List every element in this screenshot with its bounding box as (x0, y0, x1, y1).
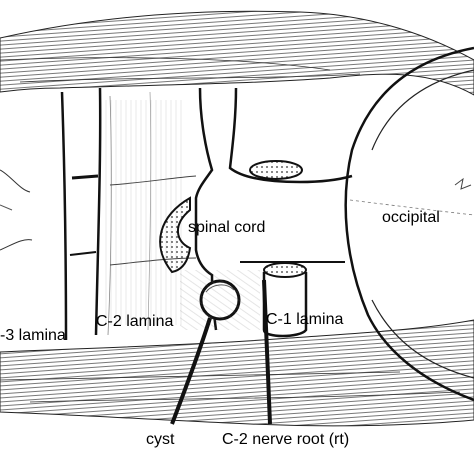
c2-nerve-root (262, 262, 308, 338)
lamina-edges (60, 87, 184, 341)
label-c3-lamina: -3 lamina (0, 327, 66, 344)
occipital-bone (344, 46, 474, 402)
shading (180, 270, 260, 330)
label-c2-lamina: C-2 lamina (96, 313, 173, 330)
label-c2-nerve-root: C-2 nerve root (rt) (222, 431, 349, 448)
label-occipital: occipital (382, 209, 440, 226)
left-soft-tissue (0, 169, 33, 251)
label-spinal-cord: spinal cord (188, 219, 265, 236)
lower-muscle-band (0, 319, 474, 427)
c1-nerve-root (249, 160, 303, 180)
upper-muscle-band (0, 10, 474, 96)
dural-sleeve (159, 196, 192, 274)
leader-lines (170, 279, 272, 425)
label-cyst: cyst (146, 431, 175, 448)
label-c1-lamina: C-1 lamina (266, 311, 343, 328)
